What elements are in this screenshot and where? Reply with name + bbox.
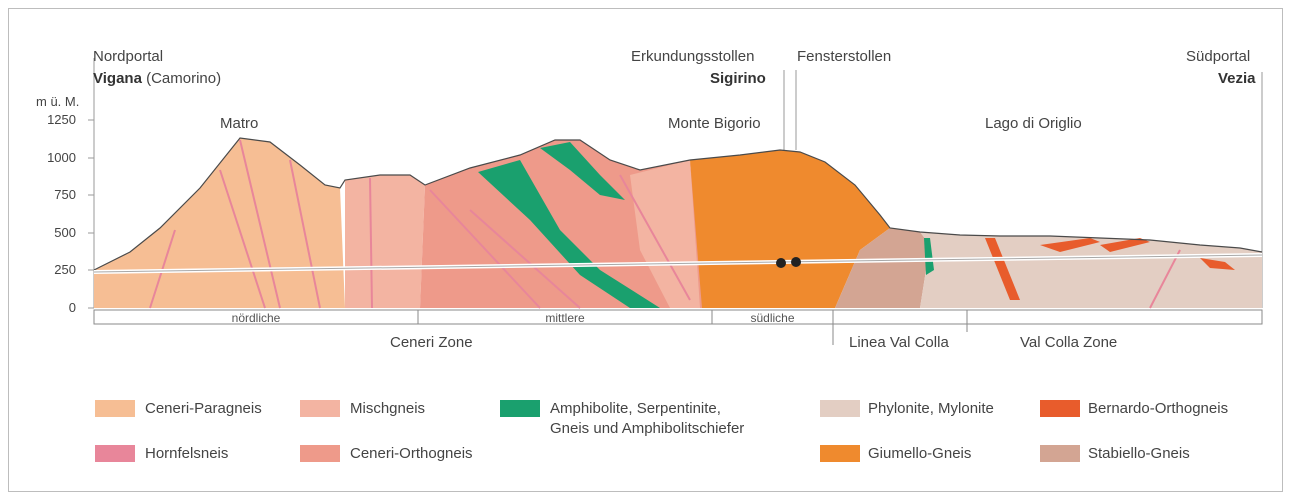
y-tick-0: 0 <box>36 300 76 315</box>
sigirino-marker <box>776 258 786 268</box>
y-tick-250: 250 <box>36 262 76 277</box>
y-ticks <box>88 120 94 308</box>
zone-valcolla: Val Colla Zone <box>1020 334 1117 352</box>
legend-label-phylonite: Phylonite, Mylonite <box>868 399 994 418</box>
fenster-label: Fensterstollen <box>797 48 891 66</box>
zone-linea: Linea Val Colla <box>849 334 949 352</box>
peak-origlio: Lago di Origlio <box>985 115 1082 133</box>
legend-label-giumello: Giumello-Gneis <box>868 444 971 463</box>
legend-swatch-giumello <box>820 445 860 462</box>
legend-label-paragneis: Ceneri-Paragneis <box>145 399 262 418</box>
legend-label-bernardo: Bernardo-Orthogneis <box>1088 399 1228 418</box>
legend-swatch-phylonite <box>820 400 860 417</box>
legend-swatch-stabiello <box>1040 445 1080 462</box>
south-portal-label: Südportal <box>1186 48 1250 66</box>
y-tick-500: 500 <box>36 225 76 240</box>
legend-label-hornfels: Hornfelsneis <box>145 444 228 463</box>
legend-label-orthogneis: Ceneri-Orthogneis <box>350 444 473 463</box>
peak-bigorio: Monte Bigorio <box>668 115 761 133</box>
zone-mittlere: mittlere <box>418 311 712 325</box>
south-portal-name: Vezia <box>1218 70 1256 88</box>
sigirino-name: Sigirino <box>710 70 766 88</box>
legend-swatch-amphibolite <box>500 400 540 417</box>
y-axis-unit: m ü. M. <box>36 94 79 109</box>
y-tick-1000: 1000 <box>36 150 76 165</box>
y-tick-1250: 1250 <box>36 112 76 127</box>
legend-swatch-orthogneis <box>300 445 340 462</box>
legend-label-mischgneis: Mischgneis <box>350 399 425 418</box>
zone-noerdliche: nördliche <box>94 311 418 325</box>
north-portal-label: Nordportal <box>93 48 163 66</box>
peak-matro: Matro <box>220 115 258 133</box>
fenster-marker <box>791 257 801 267</box>
zone-suedliche: südliche <box>712 311 833 325</box>
legend-swatch-bernardo <box>1040 400 1080 417</box>
north-portal-sub: (Camorino) <box>146 70 221 87</box>
legend-swatch-paragneis <box>95 400 135 417</box>
y-tick-750: 750 <box>36 187 76 202</box>
legend-label-amphibolite: Amphibolite, Serpentinite, <box>550 399 721 418</box>
sigirino-label: Erkundungsstollen <box>631 48 754 66</box>
mischgneis-north <box>345 175 425 308</box>
legend-label-amphibolite-2: Gneis und Amphibolitschiefer <box>550 419 744 438</box>
north-portal-name: Vigana (Camorino) <box>93 70 221 88</box>
legend-label-stabiello: Stabiello-Gneis <box>1088 444 1190 463</box>
legend-swatch-mischgneis <box>300 400 340 417</box>
north-portal-title: Vigana <box>93 70 142 87</box>
legend-swatch-hornfels <box>95 445 135 462</box>
zone-ceneri: Ceneri Zone <box>390 334 473 352</box>
